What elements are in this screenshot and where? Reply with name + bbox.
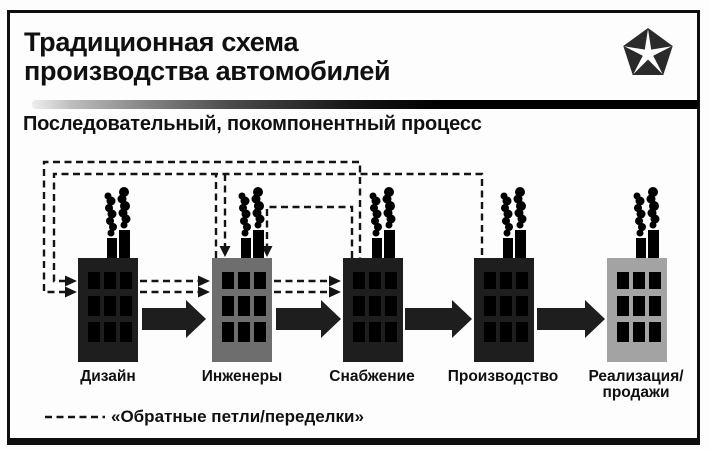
- loop-supply-to-design: [42, 160, 362, 294]
- building-sales: [607, 187, 667, 362]
- stage-label-sales: Реализация/ продажи: [588, 368, 684, 401]
- smoke-icon: [238, 187, 265, 237]
- arrowhead-down-into-engineers-1: [219, 246, 231, 257]
- star-shape: [624, 29, 672, 75]
- smoke-icon: [369, 187, 396, 237]
- arrow-engineers-to-supply: [276, 300, 341, 338]
- arrowhead-into-supply-bottom: [329, 286, 341, 298]
- smoke-icon: [500, 187, 527, 237]
- stage-label-production: Производство: [447, 368, 559, 385]
- gradient-divider-bar: [32, 100, 698, 109]
- stage-label-supply: Снабжение: [329, 368, 415, 385]
- arrow-supply-to-production: [405, 300, 472, 338]
- building-design: [78, 187, 138, 362]
- factory-windows: [484, 272, 528, 342]
- building-engineers: [212, 187, 272, 362]
- page-subtitle: Последовательный, покомпонентный процесс: [23, 113, 482, 135]
- rework-dashed-links: [140, 275, 341, 298]
- loop-production-to-engineers: [52, 172, 484, 283]
- building-supply: [343, 187, 403, 362]
- arrowhead-into-supply-top: [329, 275, 341, 287]
- stage-label-engineers: Инженеры: [201, 368, 283, 385]
- arrowhead-into-engineers-bottom: [198, 286, 210, 298]
- feedback-loop-lines: [42, 160, 484, 298]
- smoke-icon: [633, 187, 660, 237]
- legend-label: «Обратные петли/переделки»: [111, 407, 364, 426]
- arrowhead-into-design-top: [65, 275, 77, 287]
- factory-windows: [88, 272, 132, 342]
- chrysler-pentastar-icon: [623, 28, 673, 75]
- factory-windows: [353, 272, 397, 342]
- factory-windows: [617, 272, 661, 342]
- arrowhead-into-design-bottom: [65, 286, 77, 298]
- arrowhead-into-engineers-top: [198, 275, 210, 287]
- arrowhead-down-into-engineers-2: [261, 246, 273, 257]
- smoke-icon: [104, 187, 131, 237]
- loop-supply-to-engineers: [265, 205, 354, 258]
- arrow-design-to-engineers: [142, 300, 206, 338]
- forward-arrows: [142, 300, 605, 338]
- factory-windows: [222, 272, 266, 342]
- page-title: Традиционная схема производства автомоби…: [24, 27, 391, 86]
- arrow-production-to-sales: [537, 300, 605, 338]
- stage-label-design: Дизайн: [80, 368, 136, 385]
- building-production: [474, 187, 534, 362]
